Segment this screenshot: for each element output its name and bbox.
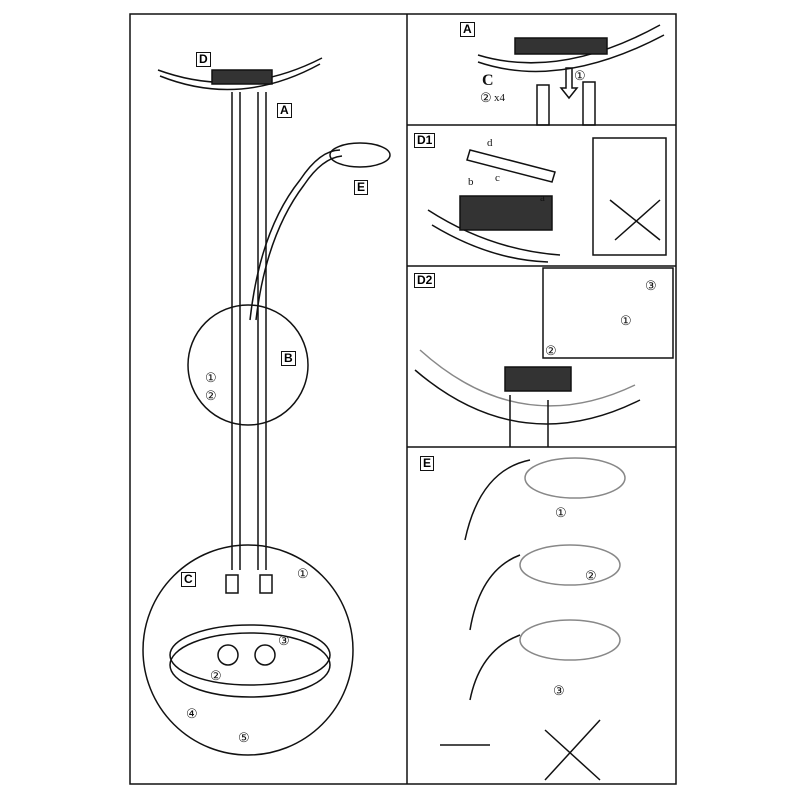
hex-key-label: C [482, 72, 494, 89]
annotation-d: d [487, 137, 493, 149]
step-2-a: ② [480, 90, 492, 105]
label-c: C [181, 572, 196, 587]
annotation-c: c [495, 172, 500, 184]
step-5-c: ⑤ [238, 730, 250, 745]
step-1-c: ① [297, 566, 309, 581]
step-2-e: ② [585, 568, 597, 583]
step-2-c: ② [210, 668, 222, 683]
panel-a-drawing [477, 24, 665, 126]
annotation-a: a [540, 192, 545, 204]
step-3-d2: ③ [645, 278, 657, 293]
label-panel-a: A [460, 22, 475, 37]
label-a: A [277, 103, 292, 118]
panel-d1-drawing [427, 137, 667, 263]
detail-circle-b [187, 304, 309, 426]
step-1-d2: ① [620, 313, 632, 328]
annotation-b: b [468, 176, 474, 188]
label-d: D [196, 52, 211, 67]
label-panel-d1: D1 [414, 133, 436, 148]
outer-frame [129, 13, 677, 785]
detail-circle-c [142, 544, 354, 756]
step-2-b: ② [205, 388, 217, 403]
label-b: B [281, 351, 296, 366]
step-3-c: ③ [278, 633, 290, 648]
panel-e-drawing [440, 457, 626, 781]
step-4-c: ④ [186, 706, 198, 721]
x4-label: x4 [494, 92, 505, 104]
step-3-e: ③ [553, 683, 565, 698]
panel-d2-drawing [414, 267, 674, 447]
step-1-e: ① [555, 505, 567, 520]
step-1-b: ① [205, 370, 217, 385]
lamp-drawing [142, 57, 391, 756]
label-e: E [354, 180, 369, 195]
step-2-d2: ② [545, 343, 557, 358]
label-panel-e: E [420, 456, 435, 471]
step-1-a: ① [574, 68, 586, 83]
label-panel-d2: D2 [414, 273, 436, 288]
